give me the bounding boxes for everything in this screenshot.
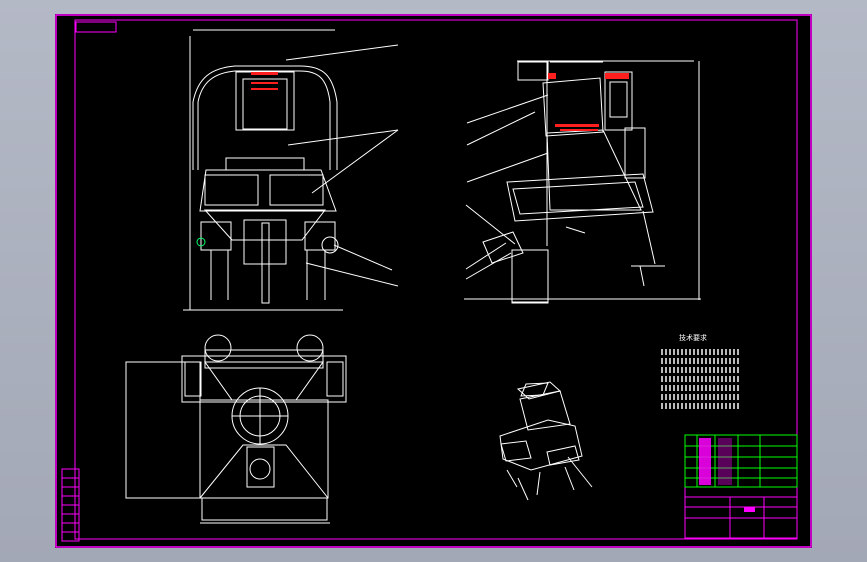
technical-note-line (661, 358, 739, 364)
technical-note-line (661, 367, 739, 373)
technical-note-line (661, 394, 739, 400)
top-view (125, 334, 347, 524)
isometric-view (499, 381, 593, 501)
drawing-number-box (75, 21, 117, 33)
inner-frame (74, 19, 798, 540)
technical-note-line (661, 349, 739, 355)
front-view (183, 29, 399, 311)
outer-frame (55, 14, 812, 548)
technical-note-line (661, 403, 739, 409)
front-view-highlights (196, 72, 278, 247)
title-block (684, 434, 798, 539)
side-view (464, 60, 701, 304)
side-view-highlights (548, 73, 629, 131)
technical-note-line (661, 376, 739, 382)
drawing-sheet (55, 14, 812, 548)
revision-strip (61, 468, 80, 542)
technical-note-line (661, 385, 739, 391)
technical-notes-title: 技术要求 (679, 334, 707, 342)
